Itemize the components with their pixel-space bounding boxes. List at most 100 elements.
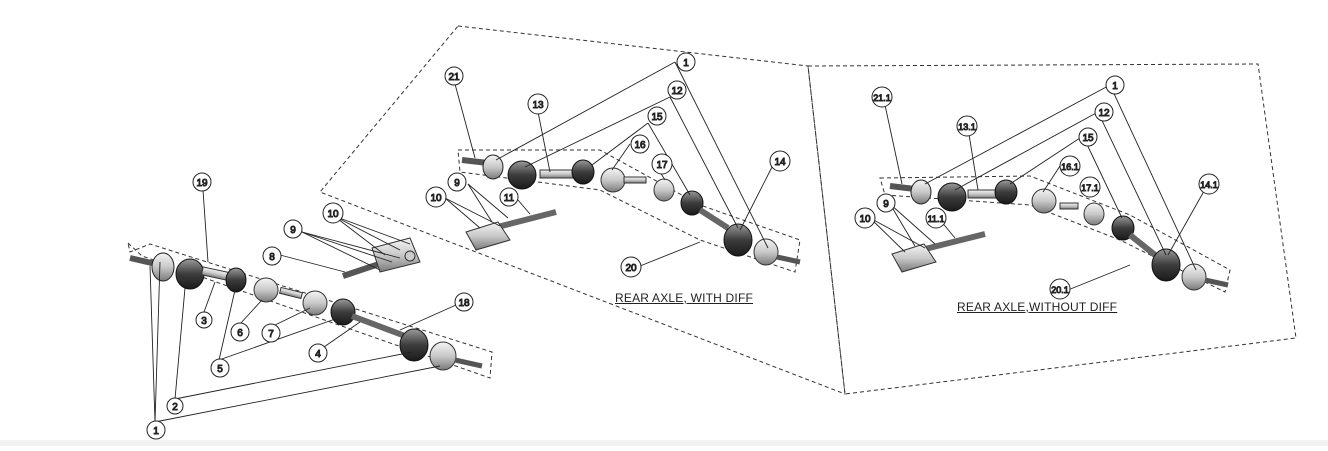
rd-part-race bbox=[653, 178, 675, 202]
svg-text:1: 1 bbox=[683, 58, 689, 69]
callout-front-2: 2 bbox=[166, 397, 184, 415]
caption-rear-axle-without-diff: REAR AXLE,WITHOUT DIFF bbox=[957, 300, 1118, 314]
callouts-rear-with-diff: 21 1 12 13 15 16 17 14 9 10 11 20 bbox=[425, 52, 791, 278]
part-boot-mid bbox=[330, 298, 356, 326]
part-inner-race bbox=[302, 290, 328, 316]
callout-rn-11-1: 11.1 bbox=[925, 207, 947, 229]
callout-rd-15: 15 bbox=[647, 106, 667, 126]
rn-part-boot-right bbox=[1151, 248, 1181, 282]
rd-part-boot bbox=[507, 160, 537, 190]
callout-rn-14-1: 14.1 bbox=[1198, 173, 1220, 195]
callout-rd-1: 1 bbox=[676, 52, 696, 72]
callout-rd-17: 17 bbox=[651, 153, 673, 175]
callout-rn-1: 1 bbox=[1105, 75, 1125, 95]
callout-rn-12: 12 bbox=[1094, 102, 1114, 122]
callout-rd-20: 20 bbox=[620, 256, 642, 278]
svg-text:16: 16 bbox=[634, 140, 646, 151]
svg-text:3: 3 bbox=[201, 316, 207, 327]
rd-part-boot-right bbox=[723, 223, 753, 257]
rear-without-diff-group-outline bbox=[807, 63, 1297, 395]
rn-part-cage bbox=[1031, 188, 1057, 214]
rd-part-boot2 bbox=[680, 190, 704, 216]
rear-with-diff-group-outline bbox=[319, 25, 846, 395]
group-outlines bbox=[319, 25, 1297, 395]
part-right-stub bbox=[454, 357, 483, 369]
svg-text:10: 10 bbox=[859, 214, 871, 225]
callout-front-9: 9 bbox=[283, 219, 303, 239]
callout-rd-9: 9 bbox=[447, 172, 467, 192]
leader-lines bbox=[149, 61, 1209, 423]
callout-rn-10: 10 bbox=[854, 207, 876, 229]
svg-text:11.1: 11.1 bbox=[928, 214, 945, 224]
svg-text:9: 9 bbox=[454, 178, 460, 189]
svg-text:17: 17 bbox=[656, 160, 668, 171]
svg-text:20: 20 bbox=[625, 263, 637, 274]
callout-rd-14: 14 bbox=[769, 150, 791, 172]
part-housing-right bbox=[429, 341, 457, 371]
part-main-shaft bbox=[350, 313, 407, 339]
callout-front-7: 7 bbox=[261, 323, 281, 343]
callout-front-4: 4 bbox=[308, 343, 328, 363]
svg-text:4: 4 bbox=[315, 349, 321, 360]
svg-text:2: 2 bbox=[172, 402, 178, 413]
rn-part-clamp bbox=[994, 179, 1018, 205]
callout-front-18: 18 bbox=[454, 292, 474, 312]
callout-front-19: 19 bbox=[192, 172, 212, 192]
svg-text:7: 7 bbox=[268, 329, 274, 340]
callout-rd-13: 13 bbox=[527, 93, 549, 115]
caption-rear-axle-with-diff: REAR AXLE, WITH DIFF bbox=[615, 291, 754, 305]
front-left-stub bbox=[129, 255, 157, 267]
callout-rn-13-1: 13.1 bbox=[956, 115, 978, 137]
part-outer-ring bbox=[151, 252, 175, 282]
svg-text:14: 14 bbox=[774, 157, 786, 168]
rear-nodiff-envelope-outline bbox=[879, 175, 1231, 293]
svg-text:21.1: 21.1 bbox=[873, 93, 891, 103]
callout-rd-21: 21 bbox=[444, 66, 464, 86]
callout-front-1: 1 bbox=[146, 420, 166, 440]
callout-front-5: 5 bbox=[210, 358, 230, 378]
rear-without-diff-assembly bbox=[879, 175, 1231, 293]
rn-part-housing bbox=[1181, 263, 1207, 291]
part-hub-flange bbox=[342, 237, 421, 279]
rd-part-hub bbox=[465, 221, 511, 251]
callout-front-6: 6 bbox=[230, 322, 250, 342]
callout-rn-20-1: 20.1 bbox=[1049, 278, 1071, 300]
svg-text:1: 1 bbox=[153, 426, 159, 437]
rd-part-housing bbox=[753, 238, 779, 266]
part-spline bbox=[278, 286, 304, 300]
part-cage bbox=[253, 277, 279, 303]
svg-text:8: 8 bbox=[269, 252, 275, 263]
callout-rd-11: 11 bbox=[499, 187, 519, 207]
svg-text:17.1: 17.1 bbox=[1081, 183, 1099, 193]
svg-text:20.1: 20.1 bbox=[1051, 285, 1069, 295]
svg-text:13.1: 13.1 bbox=[958, 122, 976, 132]
svg-text:12: 12 bbox=[671, 86, 683, 97]
callout-rn-17-1: 17.1 bbox=[1079, 176, 1101, 198]
rn-part-race bbox=[1083, 202, 1105, 226]
callout-rd-10: 10 bbox=[425, 186, 447, 208]
rn-part-ring bbox=[910, 179, 932, 205]
svg-text:14.1: 14.1 bbox=[1200, 180, 1218, 190]
bottom-edge-strip bbox=[0, 440, 1328, 446]
callout-rn-21-1: 21.1 bbox=[871, 86, 893, 108]
svg-text:19: 19 bbox=[196, 178, 208, 189]
svg-text:6: 6 bbox=[237, 328, 243, 339]
rd-part-clamp bbox=[571, 159, 595, 185]
svg-text:9: 9 bbox=[883, 199, 889, 210]
callout-rn-16-1: 16.1 bbox=[1059, 155, 1081, 177]
svg-text:16.1: 16.1 bbox=[1061, 162, 1079, 172]
callout-rn-9: 9 bbox=[876, 193, 896, 213]
callout-front-3: 3 bbox=[195, 311, 213, 329]
part-boot-left bbox=[175, 258, 205, 290]
svg-text:12: 12 bbox=[1098, 108, 1110, 119]
part-boot-right bbox=[399, 328, 429, 362]
rn-part-hub bbox=[891, 243, 937, 273]
svg-text:18: 18 bbox=[458, 298, 470, 309]
rd-part-ring bbox=[482, 154, 504, 180]
rn-part-boot bbox=[937, 182, 967, 212]
callout-front-10: 10 bbox=[322, 202, 344, 224]
svg-text:15: 15 bbox=[651, 112, 663, 123]
svg-text:9: 9 bbox=[290, 225, 296, 236]
part-clamp bbox=[225, 267, 247, 293]
svg-text:1: 1 bbox=[1112, 81, 1118, 92]
